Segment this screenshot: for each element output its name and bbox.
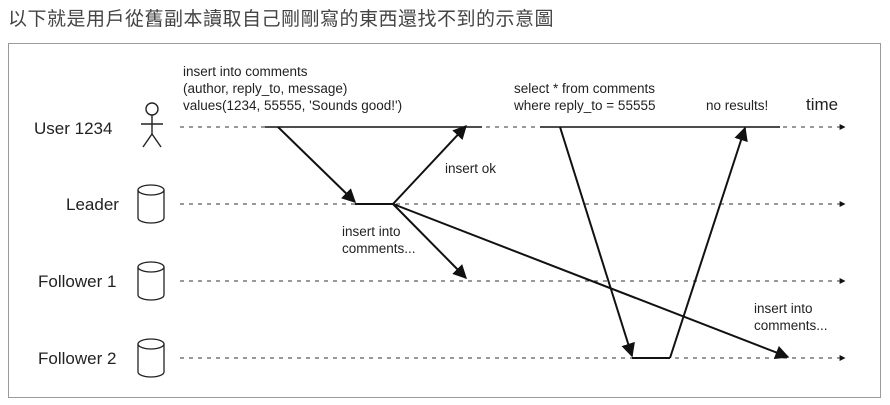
replication-arrow-follower1	[392, 203, 467, 279]
page-caption: 以下就是用戶從舊副本讀取自己剛剛寫的東西還找不到的示意圖	[8, 8, 555, 30]
replication-label-follower2-line-2: comments...	[754, 318, 828, 333]
insert-ok-label: insert ok	[445, 161, 496, 176]
write-request-line-3: values(1234, 55555, 'Sounds good!')	[183, 98, 402, 113]
replication-label-follower1-line-2: comments...	[342, 241, 416, 256]
read-request-line-1: select * from comments	[514, 81, 655, 96]
read-request-line-2: where reply_to = 55555	[513, 98, 655, 113]
actor-label-user: User 1234	[34, 119, 112, 138]
write-request-line-1: insert into comments	[183, 64, 308, 79]
actor-label-leader: Leader	[66, 195, 119, 214]
database-cylinder-icon	[137, 261, 165, 301]
write-request-line-2: (author, reply_to, message)	[183, 81, 347, 96]
replication-label-follower2-line-1: insert into	[754, 301, 813, 316]
replication-label-follower1-line-1: insert into	[342, 224, 401, 239]
read-request-arrow	[559, 126, 635, 358]
database-cylinder-icon	[137, 184, 165, 224]
replication-arrow-follower2	[392, 203, 790, 359]
database-cylinder-icon	[137, 338, 165, 378]
timelines	[180, 124, 846, 361]
time-axis-label: time	[806, 95, 838, 114]
read-response-arrow	[669, 126, 748, 359]
insert-ok-arrow	[392, 124, 467, 205]
stick-figure-icon	[141, 102, 163, 148]
write-request-arrow	[277, 126, 357, 203]
actor-label-follower2: Follower 2	[38, 349, 116, 368]
actor-label-follower1: Follower 1	[38, 272, 116, 291]
read-result-label: no results!	[706, 98, 768, 113]
